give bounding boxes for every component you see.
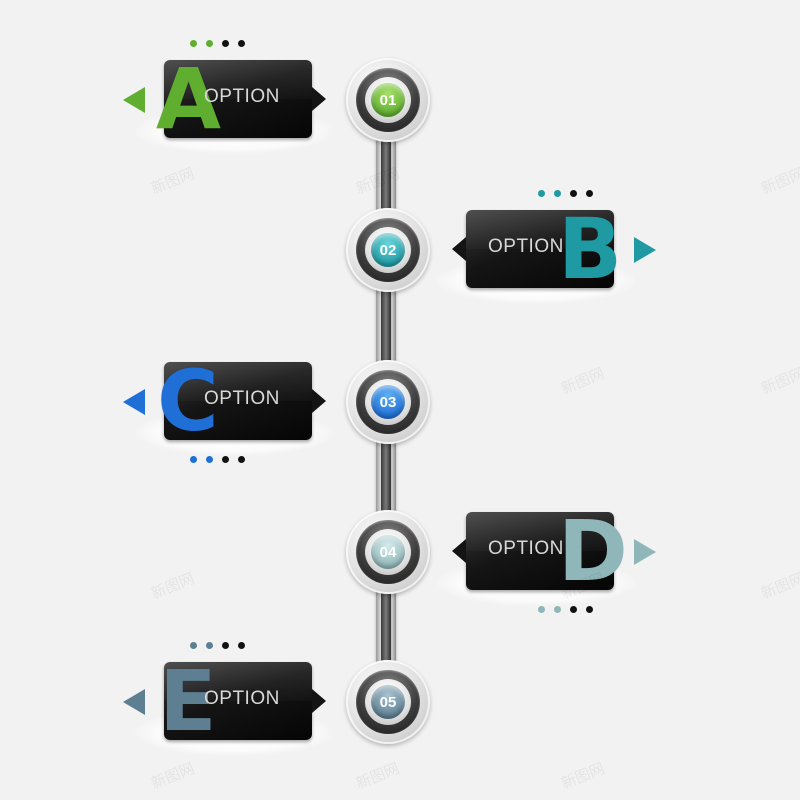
card-gloss xyxy=(466,210,614,249)
direction-arrow-icon xyxy=(123,87,145,113)
watermark-text: 新图网 xyxy=(758,365,800,398)
step-node-inner: 04 xyxy=(365,529,411,575)
progress-dots xyxy=(190,40,245,47)
card-pointer-notch xyxy=(312,389,326,413)
card-gloss xyxy=(164,362,312,401)
option-letter: A xyxy=(156,50,222,148)
dot-marker xyxy=(554,190,561,197)
step-node-inner: 02 xyxy=(365,227,411,273)
dot-marker xyxy=(570,606,577,613)
card-pointer-notch xyxy=(452,539,466,563)
option-label: OPTION xyxy=(488,538,564,559)
step-number-badge: 01 xyxy=(371,83,405,117)
direction-arrow-icon xyxy=(634,539,656,565)
dot-marker xyxy=(586,190,593,197)
dot-marker xyxy=(538,190,545,197)
option-letter: D xyxy=(558,502,628,600)
dot-marker xyxy=(538,606,545,613)
dot-marker xyxy=(190,40,197,47)
step-node-inner: 01 xyxy=(365,77,411,123)
step-node-inner: 03 xyxy=(365,379,411,425)
dot-marker xyxy=(222,642,229,649)
direction-arrow-icon xyxy=(634,237,656,263)
watermark-text: 新图网 xyxy=(558,760,607,793)
dot-marker xyxy=(190,456,197,463)
card-gloss xyxy=(164,662,312,701)
option-letter: C xyxy=(157,352,219,450)
step-number-badge: 04 xyxy=(371,535,405,569)
option-letter: B xyxy=(558,200,623,298)
card-pointer-notch xyxy=(312,87,326,111)
card-pointer-notch xyxy=(452,237,466,261)
card-gloss xyxy=(164,60,312,99)
watermark-text: 新图网 xyxy=(148,165,197,198)
option-label: OPTION xyxy=(204,388,280,409)
dot-marker xyxy=(222,40,229,47)
direction-arrow-icon xyxy=(123,689,145,715)
step-number-badge: 02 xyxy=(371,233,405,267)
dot-marker xyxy=(190,642,197,649)
dot-marker xyxy=(238,642,245,649)
dot-marker xyxy=(586,606,593,613)
watermark-text: 新图网 xyxy=(148,760,197,793)
step-node-05: 05 xyxy=(346,660,430,744)
dot-marker xyxy=(570,190,577,197)
watermark-text: 新图网 xyxy=(758,165,800,198)
option-label: OPTION xyxy=(488,236,564,257)
option-label: OPTION xyxy=(204,86,280,107)
dot-marker xyxy=(238,40,245,47)
step-node-ring: 02 xyxy=(356,218,420,282)
step-node-ring: 05 xyxy=(356,670,420,734)
option-letter: E xyxy=(159,652,217,750)
step-node-inner: 05 xyxy=(365,679,411,725)
progress-dots xyxy=(190,642,245,649)
progress-dots xyxy=(190,456,245,463)
step-number-badge: 05 xyxy=(371,685,405,719)
dot-marker xyxy=(206,40,213,47)
direction-arrow-icon xyxy=(123,389,145,415)
step-node-04: 04 xyxy=(346,510,430,594)
step-node-ring: 03 xyxy=(356,370,420,434)
watermark-text: 新图网 xyxy=(758,570,800,603)
dot-marker xyxy=(238,456,245,463)
dot-marker xyxy=(554,606,561,613)
step-node-ring: 01 xyxy=(356,68,420,132)
progress-dots xyxy=(538,606,593,613)
step-node-01: 01 xyxy=(346,58,430,142)
watermark-text: 新图网 xyxy=(353,760,402,793)
dot-marker xyxy=(206,456,213,463)
card-gloss xyxy=(466,512,614,551)
step-node-02: 02 xyxy=(346,208,430,292)
dot-marker xyxy=(206,642,213,649)
card-pointer-notch xyxy=(312,689,326,713)
step-node-ring: 04 xyxy=(356,520,420,584)
watermark-text: 新图网 xyxy=(148,570,197,603)
step-node-03: 03 xyxy=(346,360,430,444)
step-number-badge: 03 xyxy=(371,385,405,419)
progress-dots xyxy=(538,190,593,197)
watermark-text: 新图网 xyxy=(558,365,607,398)
option-label: OPTION xyxy=(204,688,280,709)
dot-marker xyxy=(222,456,229,463)
